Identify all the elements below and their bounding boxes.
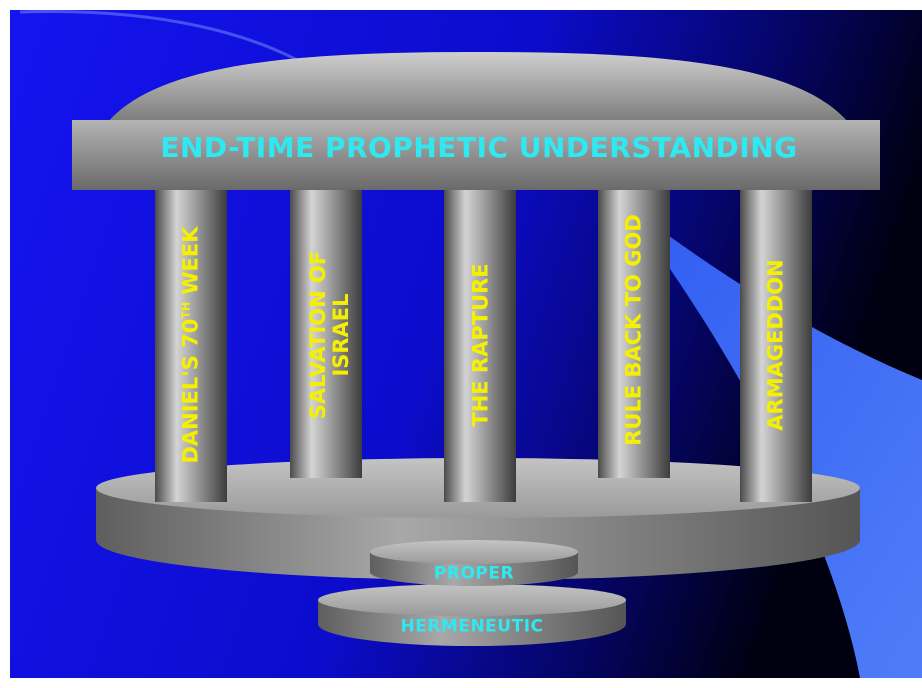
upper-step-top	[370, 540, 578, 564]
pillar-label-rule-back-to-god: RULE BACK TO GOD	[621, 214, 646, 446]
step-label-proper: PROPER	[433, 563, 515, 584]
pillar-label-superscript: TH	[179, 301, 193, 319]
pillar-label-line1: SALVATION OF	[305, 250, 330, 420]
background-swoosh	[620, 200, 922, 678]
pillar-column	[740, 188, 812, 502]
pillar-column	[290, 188, 362, 478]
temple-title: END-TIME PROPHETIC UNDERSTANDING	[160, 131, 798, 164]
pillar-label-text-end: WEEK	[178, 226, 203, 302]
pillar-label-daniels-70th-week: DANIEL'S 70TH WEEK	[178, 226, 203, 464]
pillar-column	[598, 188, 670, 478]
pillar-label-salvation-of-israel: SALVATION OF ISRAEL	[305, 250, 353, 420]
pillar-label-armageddon: ARMAGEDDON	[763, 259, 788, 431]
step-label-hermeneutic: HERMENEUTIC	[400, 616, 544, 637]
pillar-column	[155, 188, 227, 502]
pillar-label-text: DANIEL'S 70	[178, 318, 203, 464]
lower-step-top	[318, 584, 626, 616]
roof-dome	[108, 52, 848, 122]
pillar-column	[444, 188, 516, 502]
pillar-label-line2: ISRAEL	[329, 293, 353, 377]
pillar-label-the-rapture: THE RAPTURE	[468, 263, 493, 427]
roof-band	[72, 120, 880, 190]
